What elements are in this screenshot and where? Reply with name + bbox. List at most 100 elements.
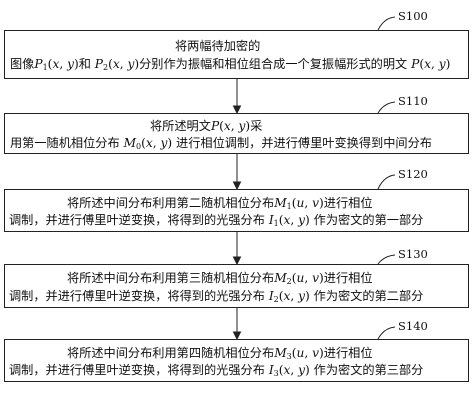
math-symbol: y xyxy=(127,57,135,71)
math-symbol: y xyxy=(438,57,446,71)
math-symbol: y xyxy=(298,363,306,377)
text-segment: 将两幅待加密的 xyxy=(175,39,261,53)
math-subscript: 2 xyxy=(286,277,292,286)
text-segment: , xyxy=(119,57,128,71)
math-symbol: M xyxy=(274,271,287,285)
math-symbol: v xyxy=(312,346,320,360)
text-segment: ) 进行相位调制，并进行傅里叶变换得到中间分布 xyxy=(167,136,432,150)
flow-arrowhead-4 xyxy=(232,331,242,341)
text-segment: )进行相位 xyxy=(319,196,373,210)
math-symbol: P xyxy=(94,57,103,71)
math-subscript: 1 xyxy=(286,202,292,211)
flow-box-s120-line-1: 将所述中间分布利用第二随机相位分布M1(u, v)进行相位 xyxy=(5,196,474,211)
math-symbol: I xyxy=(268,213,274,227)
text-segment: ( xyxy=(291,196,297,210)
math-symbol: x xyxy=(424,57,431,71)
flow-box-s100-line-2: 图像P1(x, y)和 P2(x, y)分别作为振幅和相位组合成一个复振幅形式的… xyxy=(5,57,473,72)
math-symbol: x xyxy=(283,363,291,377)
leader-line-s130 xyxy=(377,254,396,265)
math-symbol: M xyxy=(274,346,287,360)
text-segment: ( xyxy=(219,119,224,133)
math-symbol: P xyxy=(411,57,420,71)
math-symbol: v xyxy=(312,196,320,210)
text-segment: ) 作为密文的第二部分 xyxy=(305,289,424,303)
text-segment: ) xyxy=(445,57,451,71)
flow-box-s100-line-1: 将两幅待加密的 xyxy=(5,39,474,54)
text-segment: , xyxy=(304,196,313,210)
leader-line-s120 xyxy=(377,174,396,190)
leader-line-s140 xyxy=(377,326,396,340)
text-segment: 用第一随机相位分布 xyxy=(10,136,124,150)
flow-arrowhead-1 xyxy=(232,105,242,115)
text-segment: ( xyxy=(47,57,53,71)
text-segment: 将所述中间分布利用第三随机相位分布 xyxy=(67,271,275,285)
text-segment: ( xyxy=(278,363,284,377)
flow-arrowhead-3 xyxy=(232,256,242,266)
math-symbol: x xyxy=(283,289,291,303)
text-segment: )进行相位 xyxy=(319,346,373,360)
text-segment: , xyxy=(430,57,439,71)
flow-box-s110-line-2: 用第一随机相位分布 M0(x, y) 进行相位调制，并进行傅里叶变换得到中间分布 xyxy=(5,136,473,151)
step-label-s130: S130 xyxy=(398,247,428,261)
flow-box-s140: 将所述中间分布利用第四随机相位分布M3(u, v)进行相位 调制，并进行傅里叶逆… xyxy=(4,339,469,382)
flow-box-s140-line-1: 将所述中间分布利用第四随机相位分布M3(u, v)进行相位 xyxy=(5,346,474,361)
text-segment: , xyxy=(59,57,68,71)
flow-arrowhead-2 xyxy=(232,181,242,191)
flow-box-s100: 将两幅待加密的 图像P1(x, y)和 P2(x, y)分别作为振幅和相位组合成… xyxy=(4,30,469,79)
math-symbol: x xyxy=(223,119,231,133)
text-segment: 将所述中间分布利用第四随机相位分布 xyxy=(67,346,275,360)
math-symbol: I xyxy=(268,289,274,303)
text-segment: ( xyxy=(291,271,297,285)
math-symbol: u xyxy=(296,271,305,285)
flow-box-s140-line-2: 调制，并进行傅里叶逆变换，将得到的光强分布 I3(x, y) 作为密文的第三部分 xyxy=(5,363,472,378)
math-symbol: M xyxy=(274,196,287,210)
step-label-s100: S100 xyxy=(398,9,428,23)
flow-box-s130-line-2: 调制，并进行傅里叶逆变换，将得到的光强分布 I2(x, y) 作为密文的第二部分 xyxy=(5,289,472,304)
math-subscript: 2 xyxy=(273,295,279,304)
text-segment: 将所述中间分布利用第二随机相位分布 xyxy=(67,196,275,210)
text-segment: ) 作为密文的第三部分 xyxy=(305,363,424,377)
flow-box-s120: 将所述中间分布利用第二随机相位分布M1(u, v)进行相位 调制，并进行傅里叶逆… xyxy=(4,189,469,232)
math-symbol: x xyxy=(145,136,153,150)
math-symbol: y xyxy=(298,289,306,303)
text-segment: )和 xyxy=(73,57,95,71)
text-segment: , xyxy=(290,289,299,303)
text-segment: ( xyxy=(141,136,146,150)
flow-box-s120-line-2: 调制，并进行傅里叶逆变换，将得到的光强分布 I1(x, y) 作为密文的第一部分 xyxy=(5,213,472,228)
math-symbol: v xyxy=(312,271,320,285)
math-symbol: u xyxy=(296,346,305,360)
text-segment: , xyxy=(304,346,313,360)
math-symbol: x xyxy=(112,57,120,71)
text-segment: ) 作为密文的第一部分 xyxy=(305,213,424,227)
leader-line-s100 xyxy=(377,16,396,31)
math-symbol: M xyxy=(123,136,137,150)
step-label-s120: S120 xyxy=(398,167,428,181)
leader-line-s110 xyxy=(377,101,396,114)
text-segment: )采 xyxy=(245,119,263,133)
flow-box-s130-line-1: 将所述中间分布利用第三随机相位分布M2(u, v)进行相位 xyxy=(5,271,474,286)
text-segment: )进行相位 xyxy=(319,271,373,285)
flow-box-s110: 将所述明文P(x, y)采 用第一随机相位分布 M0(x, y) 进行相位调制，… xyxy=(4,113,469,154)
math-symbol: u xyxy=(296,196,305,210)
text-segment: , xyxy=(290,363,299,377)
step-label-s140: S140 xyxy=(398,319,428,333)
math-symbol: x xyxy=(283,213,291,227)
math-subscript: 0 xyxy=(136,142,142,151)
flow-box-s130: 将所述中间分布利用第三随机相位分布M2(u, v)进行相位 调制，并进行傅里叶逆… xyxy=(4,264,469,308)
math-symbol: y xyxy=(298,213,306,227)
text-segment: 调制，并进行傅里叶逆变换，将得到的光强分布 xyxy=(9,363,269,377)
math-symbol: y xyxy=(160,136,168,150)
text-segment: ( xyxy=(278,213,284,227)
math-symbol: P xyxy=(210,119,220,133)
step-label-s110: S110 xyxy=(398,94,428,108)
math-symbol: I xyxy=(268,363,274,377)
math-subscript: 2 xyxy=(102,63,109,72)
math-subscript: 1 xyxy=(273,219,279,228)
text-segment: 调制，并进行傅里叶逆变换，将得到的光强分布 xyxy=(9,289,269,303)
text-segment: ( xyxy=(419,57,425,71)
text-segment: , xyxy=(290,213,299,227)
text-segment: , xyxy=(230,119,239,133)
text-segment: )分别作为振幅和相位组合成一个复振幅形式的明文 xyxy=(134,57,412,71)
math-symbol: y xyxy=(238,119,246,133)
